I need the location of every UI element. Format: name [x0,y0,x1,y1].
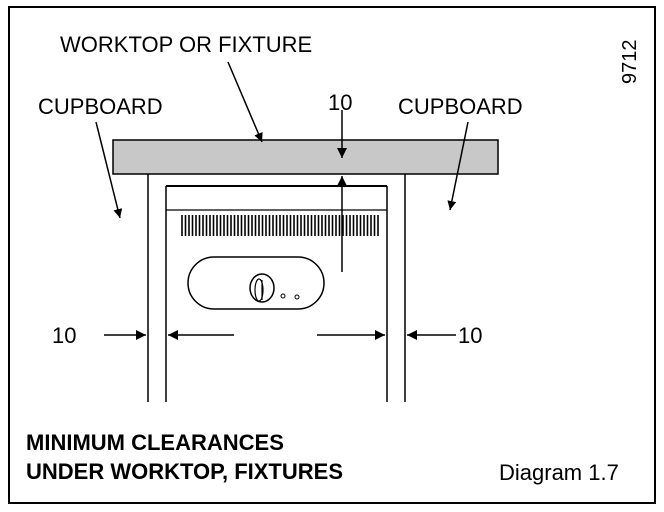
worktop [112,139,499,175]
left-clearance-value: 10 [52,323,76,348]
cupboard-left-leader-arrow [95,121,123,219]
vent-grille [181,215,379,236]
caption-line-1: MINIMUM CLEARANCES [26,430,284,455]
cupboard-right-label: CUPBOARD [398,94,523,119]
diagram-caption: MINIMUM CLEARANCES UNDER WORKTOP, FIXTUR… [26,428,343,486]
diagram-reference: Diagram 1.7 [499,460,619,485]
worktop-label: WORKTOP OR FIXTURE [60,32,312,57]
drawing-code: 9712 [619,40,641,85]
indicator-light [280,293,286,299]
indicator-light [294,294,300,300]
appliance [165,185,388,402]
cupboard-right-leader-arrow [447,121,469,211]
diagram-frame [8,6,656,504]
top-clearance-value: 10 [328,90,352,115]
right-clearance-value: 10 [458,323,482,348]
worktop-leader-arrow [227,61,263,143]
control-panel [187,256,325,310]
cupboard-left-label: CUPBOARD [38,94,163,119]
caption-line-2: UNDER WORKTOP, FIXTURES [26,459,343,484]
